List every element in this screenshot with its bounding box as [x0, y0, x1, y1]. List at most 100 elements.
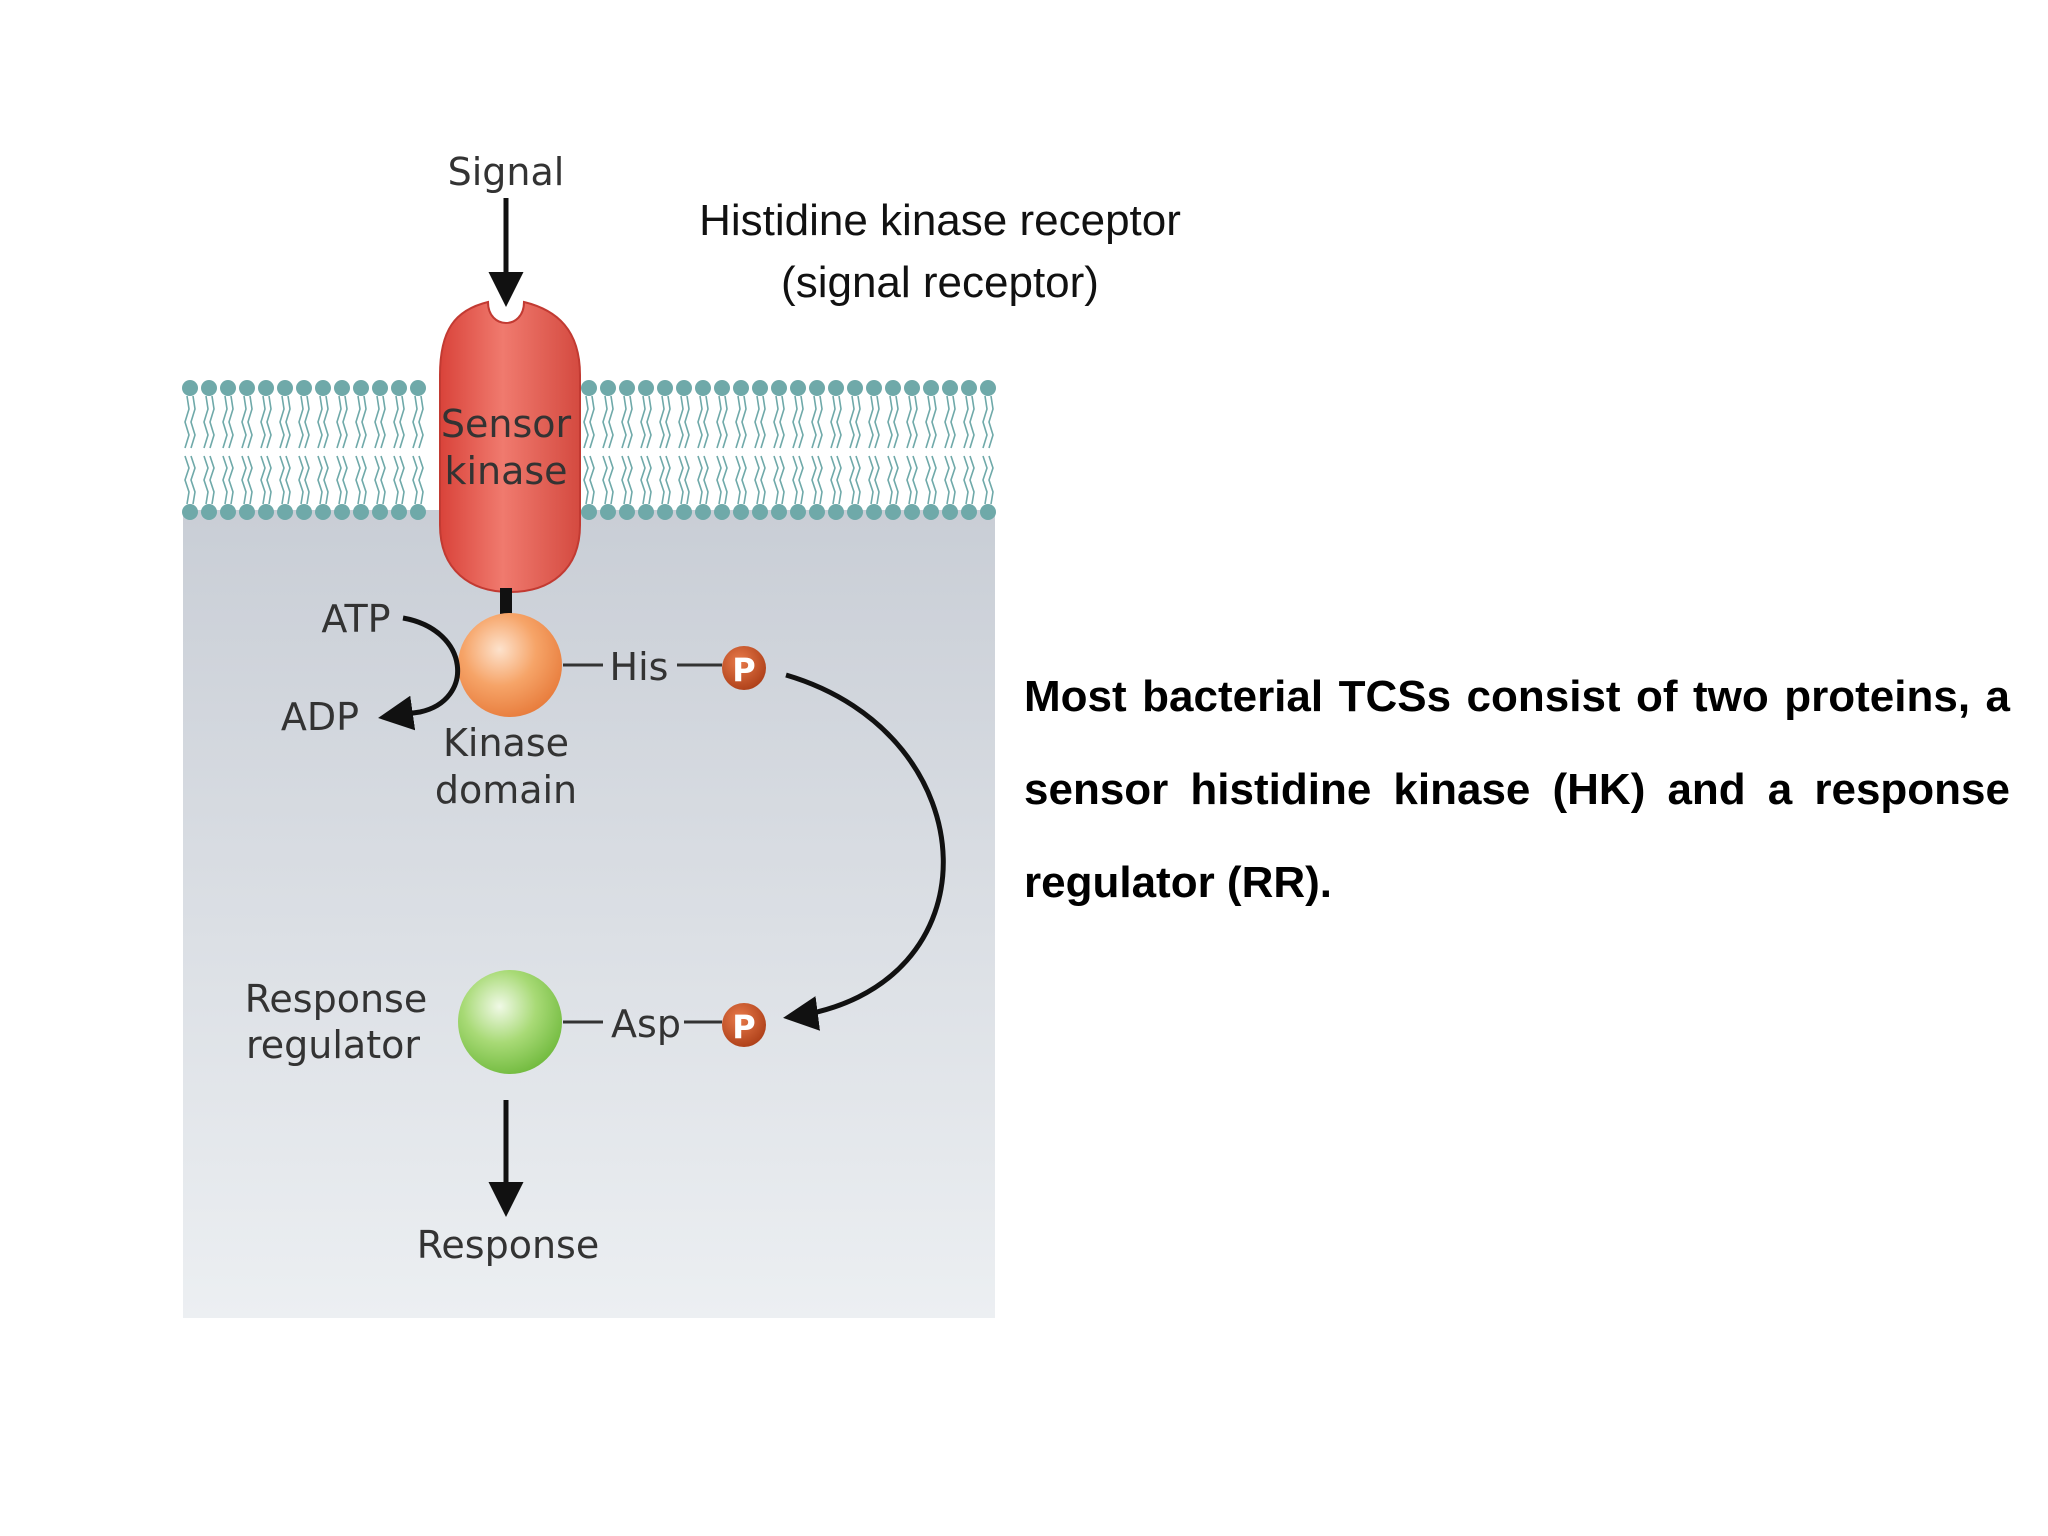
response-label: Response: [417, 1223, 600, 1267]
lipid-tail: [906, 455, 912, 505]
lipid-head: [942, 504, 958, 520]
lipid-tail: [184, 455, 190, 505]
lipid-tail: [323, 455, 329, 505]
lipid-head: [334, 504, 350, 520]
lipid-head: [201, 504, 217, 520]
lipid-head: [714, 504, 730, 520]
sensor-kinase-label-line1: Sensor: [441, 402, 572, 446]
lipid-tail: [241, 395, 247, 449]
phosphotransfer-arrow: [783, 672, 946, 1031]
lipid-tail: [931, 455, 937, 505]
lipid-tail: [950, 455, 956, 505]
lipid-head: [771, 380, 787, 396]
lipid-tail: [190, 455, 196, 505]
lipid-tail: [640, 395, 646, 449]
lipid-head: [961, 504, 977, 520]
phosphate-asp-label: P: [732, 1008, 755, 1046]
lipid-tail: [887, 395, 893, 449]
lipid-tail: [735, 395, 741, 449]
lipid-head: [296, 380, 312, 396]
lipid-head: [372, 504, 388, 520]
lipid-tail: [836, 395, 842, 449]
lipid-tail: [342, 455, 348, 505]
lipid-head: [410, 380, 426, 396]
lipid-head: [353, 504, 369, 520]
lipid-tail: [811, 395, 817, 449]
lipid-tail: [969, 395, 975, 449]
lipid-tail: [659, 395, 665, 449]
lipid-tail: [247, 395, 253, 449]
lipid-tail: [697, 455, 703, 505]
lipid-tail: [874, 455, 880, 505]
lipid-tail: [735, 455, 741, 505]
lipid-tail: [184, 395, 190, 449]
asp-label: Asp: [611, 1002, 681, 1046]
heading-line2: (signal receptor): [781, 258, 1099, 307]
lipid-tail: [697, 395, 703, 449]
lipid-head: [676, 504, 692, 520]
lipid-head: [258, 380, 274, 396]
atp-label: ATP: [321, 597, 390, 641]
lipid-tail: [659, 455, 665, 505]
lipid-tail: [944, 395, 950, 449]
lipid-tail: [703, 395, 709, 449]
body-paragraph: Most bacterial TCSs consist of two prote…: [1024, 672, 2010, 907]
signal-label: Signal: [448, 150, 565, 194]
lipid-head: [885, 380, 901, 396]
lipid-tail: [393, 395, 399, 449]
lipid-tail: [621, 395, 627, 449]
lipid-tail: [298, 455, 304, 505]
lipid-tail: [678, 395, 684, 449]
lipid-tail: [798, 455, 804, 505]
lipid-tail: [817, 455, 823, 505]
lipid-tail: [380, 455, 386, 505]
lipid-tail: [925, 395, 931, 449]
lipid-tail: [988, 395, 994, 449]
lipid-head: [961, 380, 977, 396]
lipid-tail: [868, 395, 874, 449]
lipid-tail: [773, 395, 779, 449]
lipid-head: [334, 380, 350, 396]
lipid-head: [980, 504, 996, 520]
lipid-tail: [247, 455, 253, 505]
lipid-head: [790, 504, 806, 520]
lipid-head: [771, 504, 787, 520]
lipid-head: [239, 504, 255, 520]
lipid-head: [714, 380, 730, 396]
lipid-tail: [342, 395, 348, 449]
lipid-tail: [399, 455, 405, 505]
lipid-tail: [304, 455, 310, 505]
lipid-tail: [317, 395, 323, 449]
lipid-tail: [716, 455, 722, 505]
lipid-head: [885, 504, 901, 520]
lipid-head: [277, 380, 293, 396]
lipid-tail: [684, 395, 690, 449]
lipid-tail: [963, 455, 969, 505]
lipid-tail: [336, 455, 342, 505]
lipid-head: [733, 504, 749, 520]
lipid-tail: [912, 395, 918, 449]
lipid-tail: [912, 455, 918, 505]
lipid-head: [980, 380, 996, 396]
lipid-tail: [716, 395, 722, 449]
lipid-head: [315, 504, 331, 520]
lipid-head: [923, 504, 939, 520]
lipid-head: [258, 504, 274, 520]
lipid-tail: [646, 395, 652, 449]
lipid-head: [619, 380, 635, 396]
lipid-tail: [317, 455, 323, 505]
lipid-tail: [982, 455, 988, 505]
lipid-tail: [209, 395, 215, 449]
lipid-head: [581, 504, 597, 520]
lipid-head: [182, 504, 198, 520]
lipid-head: [600, 380, 616, 396]
lipid-tail: [798, 395, 804, 449]
lipid-tail: [241, 455, 247, 505]
lipid-tail: [304, 395, 310, 449]
lipid-tail: [627, 395, 633, 449]
lipid-head: [391, 380, 407, 396]
lipid-head: [619, 504, 635, 520]
kinase-domain-label-line2: domain: [435, 768, 577, 812]
